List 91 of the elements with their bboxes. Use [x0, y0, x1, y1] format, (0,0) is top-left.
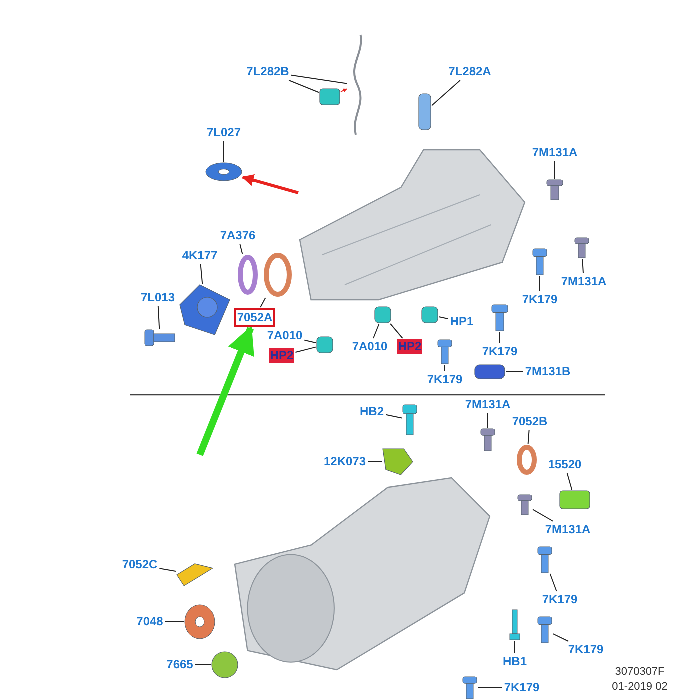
seal-ring-drawing [264, 253, 292, 297]
cover-plug-drawing [212, 652, 238, 678]
washer-drawing [185, 605, 215, 639]
part-number: 7K179 [481, 344, 519, 360]
leader-line [386, 414, 402, 419]
seal-ring-drawing [517, 445, 537, 475]
note-text: 01-2019 02 [612, 681, 668, 693]
arrow [340, 88, 348, 92]
part-number: 7M131A [464, 398, 512, 412]
note-text: 3070307F [615, 666, 665, 678]
leader-line [373, 324, 380, 339]
bolt-drawing [538, 547, 552, 573]
leader-line [438, 316, 449, 320]
part-number: 7K179 [567, 642, 605, 658]
part-number: 7L027 [206, 126, 242, 140]
leader-line [528, 430, 530, 444]
part-number: 7052C [121, 558, 159, 572]
arrow [196, 326, 254, 456]
clip-drawing [177, 564, 213, 586]
leader-line [260, 298, 266, 308]
sensor-drawing [419, 94, 431, 130]
part-number: 7665 [166, 658, 194, 672]
bolt-drawing [481, 429, 495, 451]
part-number: 7A010 [351, 340, 389, 354]
leader-line [288, 80, 320, 94]
leader-line [158, 306, 160, 330]
bracket-drawing [383, 449, 413, 475]
bolt-drawing [463, 677, 477, 699]
pin-drawing [475, 365, 505, 379]
part-number: 15520 [547, 458, 583, 472]
leader-line [194, 664, 212, 666]
part-number: 7K179 [541, 592, 579, 608]
part-number: 7K179 [503, 680, 541, 696]
part-number: 7M131A [544, 522, 592, 538]
part-number: 7M131B [524, 364, 572, 380]
part-number: 7048 [136, 614, 164, 630]
leader-line [550, 574, 558, 592]
part-number: HB1 [502, 654, 528, 670]
leader-line [304, 340, 316, 344]
leader-line [554, 161, 556, 180]
washer-drawing [206, 163, 242, 181]
leader-line [582, 258, 584, 274]
part-number: HP2 [269, 348, 295, 364]
leader-line [444, 364, 446, 372]
leader-line [200, 264, 204, 284]
part-number: HP2 [397, 340, 423, 354]
leader-line [532, 509, 554, 522]
bolt-drawing [492, 305, 508, 331]
bolt-drawing [533, 249, 547, 275]
connector-drawing [320, 89, 340, 105]
bolt-drawing [538, 617, 552, 643]
part-number: 7L282A [448, 64, 492, 80]
bolt-drawing [575, 238, 589, 258]
part-number: 7L013 [140, 290, 176, 306]
bolt-drawing [518, 495, 532, 515]
leader-line [159, 568, 176, 572]
part-number: 7K179 [426, 372, 464, 388]
leader-line [295, 346, 316, 353]
plug-drawing [375, 307, 391, 323]
sensor-drawing [560, 491, 590, 509]
seal-ring-drawing [238, 255, 258, 295]
bolt-drawing [403, 405, 417, 435]
part-number: 7M131A [531, 146, 579, 160]
part-number: HP1 [449, 314, 475, 330]
bolt-drawing [547, 180, 563, 200]
part-number: 4K177 [181, 248, 219, 264]
part-number: 7052A [234, 308, 276, 328]
leader-line [432, 80, 461, 106]
part-number: 7M131A [560, 274, 608, 290]
part-number: 7A376 [219, 228, 257, 244]
part-number: HB2 [359, 404, 385, 420]
leader-line [566, 473, 573, 490]
leader-line [290, 74, 348, 84]
part-number: 12K073 [322, 454, 368, 470]
plug-drawing [422, 307, 438, 323]
part-number: 7L282B [246, 64, 290, 80]
leader-line [240, 244, 244, 254]
leader-line [514, 640, 516, 654]
part-number: 7K179 [521, 292, 559, 308]
bolt-drawing [438, 340, 452, 364]
leader-line [390, 324, 404, 339]
leader-line [552, 633, 570, 642]
bearing-retainer-drawing [180, 285, 230, 335]
part-number: 7052B [511, 414, 549, 430]
bolt-drawing [145, 330, 175, 346]
transmission-housing-drawing [300, 150, 524, 300]
arrow [242, 174, 299, 194]
plug-drawing [317, 337, 333, 353]
part-number: 7A010 [266, 328, 304, 344]
bolt-drawing [510, 610, 520, 640]
transmission-housing-drawing [234, 478, 490, 670]
